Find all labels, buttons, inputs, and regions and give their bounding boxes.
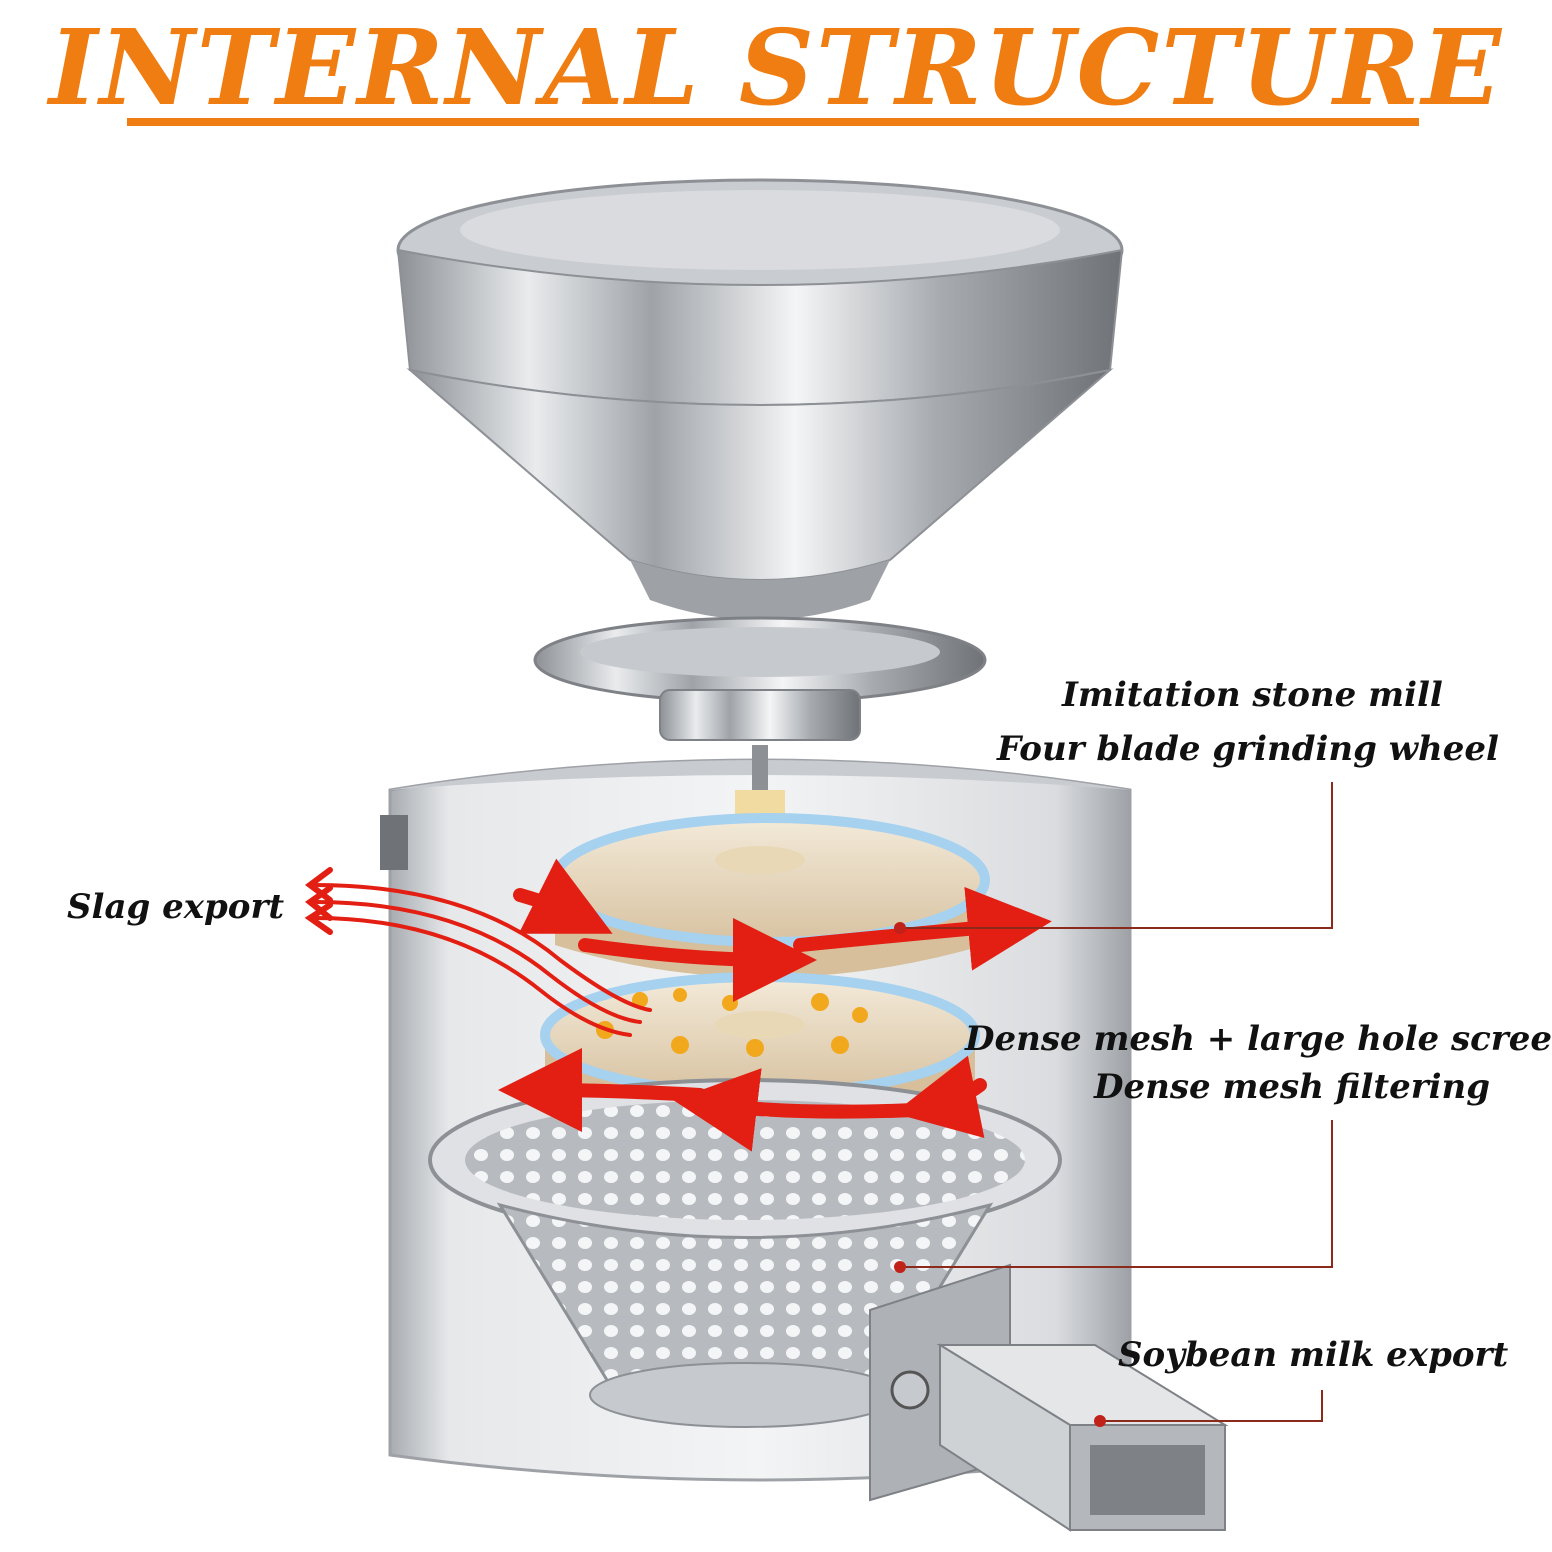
- label-slag-export: Slag export: [67, 887, 285, 927]
- page-title: INTERNAL STRUCTURE: [48, 6, 1504, 129]
- neck-ring: [533, 616, 987, 741]
- label-grinding-wheel: Four blade grinding wheel: [997, 729, 1499, 769]
- flow-arrow-lower-mid: [673, 1068, 922, 1152]
- slag-export-arrows: [304, 867, 652, 1037]
- leader-dots: [894, 922, 1106, 1427]
- hopper: [396, 178, 1124, 620]
- leader-grinding-wheel: [900, 782, 1333, 929]
- flow-arrow-upper-in: [513, 858, 613, 934]
- outlet-spout: [869, 1263, 1229, 1532]
- label-stone-mill: Imitation stone mill: [1062, 675, 1443, 715]
- title-underline: [127, 118, 1419, 126]
- label-dense-mesh-filtering: Dense mesh filtering: [1094, 1067, 1491, 1107]
- flow-arrows: [498, 858, 1052, 1152]
- flow-arrow-lower-out: [498, 1048, 707, 1133]
- leader-filter: [900, 1120, 1333, 1268]
- label-dense-mesh-screen: Dense mesh + large hole screen: [965, 1019, 1552, 1059]
- flow-arrow-lower-in: [893, 1055, 987, 1138]
- leader-lines: [900, 782, 1333, 1422]
- label-soybean-milk-export: Soybean milk export: [1118, 1335, 1509, 1375]
- flow-arrow-upper-mid: [578, 917, 817, 1002]
- leader-milk-export: [1100, 1390, 1323, 1422]
